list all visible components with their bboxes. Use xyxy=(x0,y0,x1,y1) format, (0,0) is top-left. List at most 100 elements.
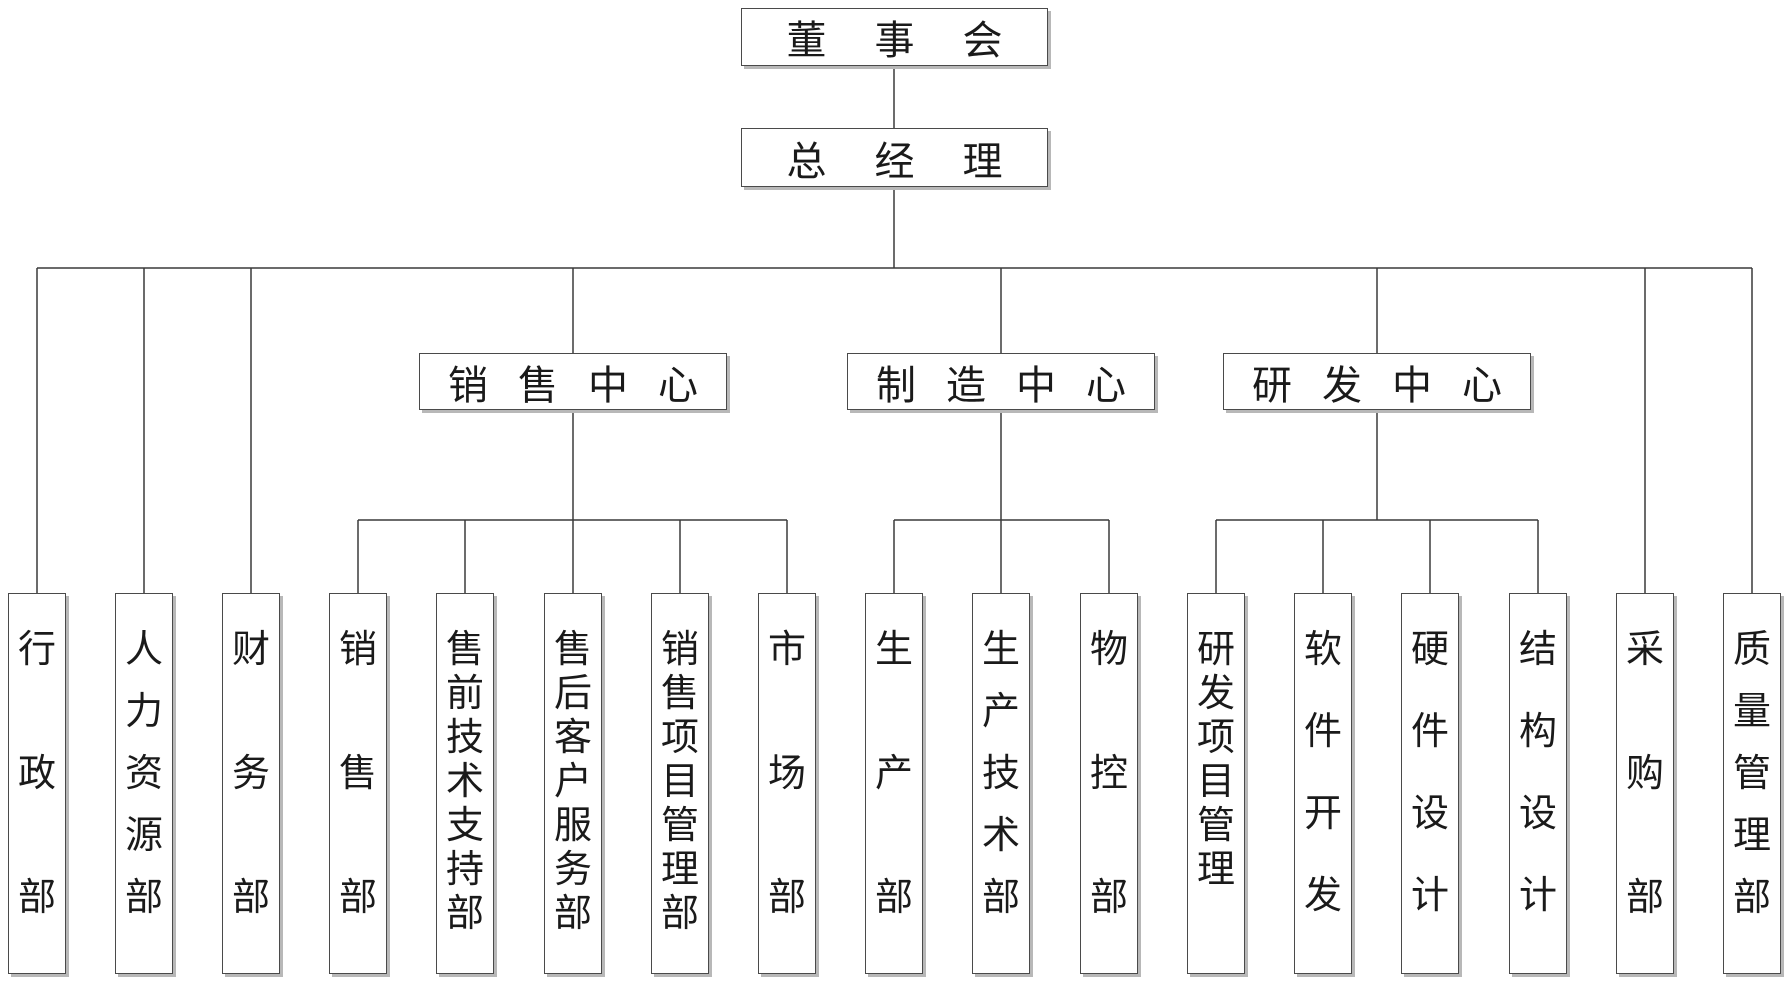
label-char: 管 xyxy=(1732,751,1771,795)
dept-marketing: 市场部 xyxy=(758,593,816,974)
label-char: 部 xyxy=(874,875,913,919)
dept-structure: 结构设计 xyxy=(1509,593,1567,974)
label-char: 计 xyxy=(1410,873,1449,917)
label-char: 支 xyxy=(445,803,484,847)
label-char: 质 xyxy=(1732,627,1771,671)
label-char: 产 xyxy=(981,689,1020,733)
label-char: 生 xyxy=(874,627,913,671)
label-char: 服 xyxy=(553,803,592,847)
label-char: 人 xyxy=(124,627,163,671)
label-char: 软 xyxy=(1303,627,1342,671)
label-char: 心 xyxy=(1086,362,1126,409)
dept-aftersales: 售后客户服务部 xyxy=(544,593,602,974)
label-char: 构 xyxy=(1518,709,1557,753)
label-char: 中 xyxy=(588,362,628,409)
dept-finance: 财务部 xyxy=(222,593,280,974)
dept-hr: 人力资源部 xyxy=(115,593,173,974)
dept-software: 软件开发 xyxy=(1294,593,1352,974)
label-char: 财 xyxy=(231,627,270,671)
label-char: 务 xyxy=(231,751,270,795)
label-char: 术 xyxy=(445,759,484,803)
label-char: 目 xyxy=(660,759,699,803)
dept-presales: 售前技术支持部 xyxy=(436,593,494,974)
label-char: 市 xyxy=(767,627,806,671)
label-char: 会 xyxy=(962,18,1003,64)
label-char: 计 xyxy=(1518,873,1557,917)
label-char: 结 xyxy=(1518,627,1557,671)
label-char: 董 xyxy=(786,18,827,64)
label-char: 件 xyxy=(1303,709,1342,753)
label-char: 理 xyxy=(962,138,1003,185)
label-char: 销 xyxy=(338,627,377,671)
label-char: 售 xyxy=(553,627,592,671)
label-char: 设 xyxy=(1518,791,1557,835)
label-char: 心 xyxy=(658,362,698,409)
label-char: 发 xyxy=(1303,873,1342,917)
label-char: 务 xyxy=(553,847,592,891)
label-char: 部 xyxy=(1089,875,1128,919)
dept-sales-pm: 销售项目管理部 xyxy=(651,593,709,974)
label-char: 户 xyxy=(553,759,592,803)
label-char: 部 xyxy=(231,875,270,919)
dept-rnd-pm: 研发项目管理 xyxy=(1187,593,1245,974)
label-char: 心 xyxy=(1462,362,1502,409)
rnd-center-box: 研发中心 xyxy=(1223,353,1531,410)
label-char: 发 xyxy=(1196,671,1235,715)
label-char: 后 xyxy=(553,671,592,715)
label-char: 研 xyxy=(1196,627,1235,671)
label-char: 管 xyxy=(1196,803,1235,847)
label-char: 中 xyxy=(1392,362,1432,409)
label-char: 部 xyxy=(660,891,699,935)
label-char: 目 xyxy=(1196,759,1235,803)
label-char: 研 xyxy=(1252,362,1292,409)
label-char: 部 xyxy=(1625,875,1664,919)
label-char: 售 xyxy=(518,362,558,409)
label-char: 部 xyxy=(17,875,56,919)
label-char: 部 xyxy=(124,875,163,919)
dept-sales: 销售部 xyxy=(329,593,387,974)
label-char: 销 xyxy=(660,627,699,671)
label-char: 采 xyxy=(1625,627,1664,671)
label-char: 设 xyxy=(1410,791,1449,835)
dept-hardware: 硬件设计 xyxy=(1401,593,1459,974)
label-char: 项 xyxy=(1196,715,1235,759)
label-char: 销 xyxy=(448,362,488,409)
dept-purchasing: 采购部 xyxy=(1616,593,1674,974)
label-char: 量 xyxy=(1732,689,1771,733)
label-char: 事 xyxy=(874,18,915,64)
label-char: 总 xyxy=(786,138,827,185)
label-char: 部 xyxy=(767,875,806,919)
dept-production: 生产部 xyxy=(865,593,923,974)
label-char: 理 xyxy=(660,847,699,891)
dept-admin: 行政部 xyxy=(8,593,66,974)
label-char: 源 xyxy=(124,813,163,857)
label-char: 售 xyxy=(445,627,484,671)
label-char: 项 xyxy=(660,715,699,759)
label-char: 物 xyxy=(1089,627,1128,671)
label-char: 部 xyxy=(553,891,592,935)
label-char: 理 xyxy=(1732,813,1771,857)
label-char: 部 xyxy=(445,891,484,935)
label-char: 场 xyxy=(767,751,806,795)
label-char: 制 xyxy=(876,362,916,409)
label-char: 政 xyxy=(17,751,56,795)
label-char: 部 xyxy=(1732,875,1771,919)
label-char: 管 xyxy=(660,803,699,847)
label-char: 技 xyxy=(981,751,1020,795)
label-char: 前 xyxy=(445,671,484,715)
label-char: 发 xyxy=(1322,362,1362,409)
label-char: 件 xyxy=(1410,709,1449,753)
label-char: 行 xyxy=(17,627,56,671)
label-char: 生 xyxy=(981,627,1020,671)
label-char: 持 xyxy=(445,847,484,891)
label-char: 力 xyxy=(124,689,163,733)
label-char: 技 xyxy=(445,715,484,759)
board-box: 董事会 xyxy=(741,8,1048,66)
label-char: 造 xyxy=(946,362,986,409)
label-char: 术 xyxy=(981,813,1020,857)
label-char: 客 xyxy=(553,715,592,759)
label-char: 部 xyxy=(981,875,1020,919)
dept-quality: 质量管理部 xyxy=(1723,593,1781,974)
dept-logistics: 物控部 xyxy=(1080,593,1138,974)
